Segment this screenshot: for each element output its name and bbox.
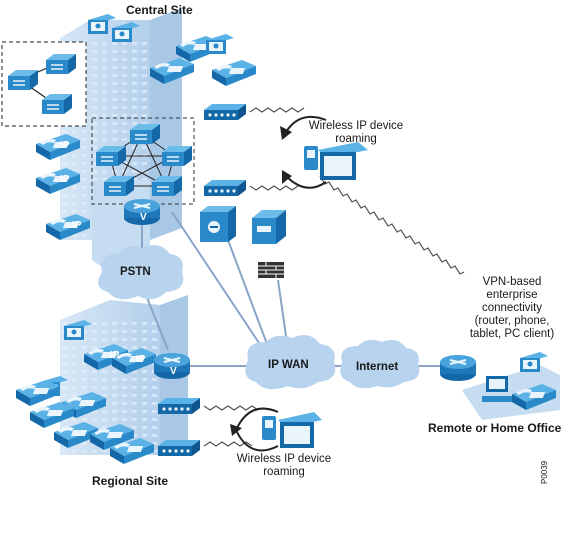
phone-badge: IP [60, 174, 70, 185]
wireless-tablet-icon [318, 142, 368, 180]
arrow-head [280, 126, 292, 140]
firewall-icon [258, 262, 284, 278]
internet-cloud [340, 339, 420, 389]
remote-office-devices [439, 352, 556, 410]
ip-phone-icon [16, 380, 60, 406]
arrow-head [282, 170, 292, 184]
vpn-router-icon [439, 354, 477, 382]
vpn-line-1: VPN-based [482, 276, 542, 288]
regional-site-label: Regional Site [92, 474, 169, 488]
phone-badge: IP [136, 354, 146, 365]
vpn-description: VPN-based enterprise connectivity (route… [456, 276, 568, 341]
roaming-label-bottom-line2: roaming [263, 466, 305, 478]
roaming-arrows [235, 116, 327, 452]
phone-badge: IP [60, 140, 70, 151]
vpn-line-2: enterprise [486, 289, 538, 301]
roaming-label-bottom: Wireless IP device roaming [228, 453, 340, 479]
wireless-tablet-icon [278, 412, 322, 448]
arrow-head [230, 424, 242, 436]
switch-icon [129, 123, 161, 145]
switch-icon [41, 93, 73, 115]
router-badge: V [140, 212, 147, 223]
switch-icon [161, 145, 193, 167]
pstn-label: PSTN [120, 266, 151, 278]
vpn-line-4: (router, phone, [474, 315, 550, 327]
phone-badge: IP [110, 350, 120, 361]
pc-icon [482, 376, 512, 402]
ip-wan-cloud [245, 335, 336, 390]
figure-id: P0039 [540, 460, 549, 484]
roaming-label-top: Wireless IP device roaming [300, 120, 412, 146]
central-site-label: Central Site [126, 3, 193, 17]
internet-label: Internet [356, 361, 399, 373]
remote-office-base [462, 365, 560, 420]
phone-badge: IP [200, 62, 210, 73]
wireless-devices [262, 142, 368, 448]
wireless-access-point-icon [158, 440, 200, 456]
roaming-label-bottom-line1: Wireless IP device [236, 453, 332, 465]
wireless-access-point-icon [158, 398, 200, 414]
switch-icon [151, 175, 183, 197]
central-access-points [204, 104, 246, 196]
core-switch-cluster [91, 117, 195, 205]
phone-badge: IP [72, 220, 82, 231]
server-icon [252, 210, 286, 244]
vpn-line-3: connectivity [481, 302, 543, 314]
vpn-line-5: tablet, PC client) [469, 328, 555, 340]
wireless-access-point-icon [204, 104, 246, 120]
video-phone-icon [206, 34, 234, 54]
wireless-access-point-icon [204, 180, 246, 196]
switch-icon [103, 175, 135, 197]
switch-icon [95, 145, 127, 167]
ip-wan-label: IP WAN [268, 359, 309, 371]
security-devices [200, 206, 286, 278]
router-badge: V [170, 366, 177, 377]
roaming-label-top-line2: roaming [335, 133, 377, 145]
switch-icon [45, 53, 77, 75]
switch-icon [7, 69, 39, 91]
remote-office-label: Remote or Home Office [428, 421, 562, 435]
roaming-label-top-line1: Wireless IP device [308, 120, 404, 132]
ip-phone-icon [212, 60, 256, 86]
vpn-concentrator-icon [200, 206, 236, 242]
branch-switch-inset [1, 41, 87, 127]
pstn-cloud [98, 245, 184, 300]
